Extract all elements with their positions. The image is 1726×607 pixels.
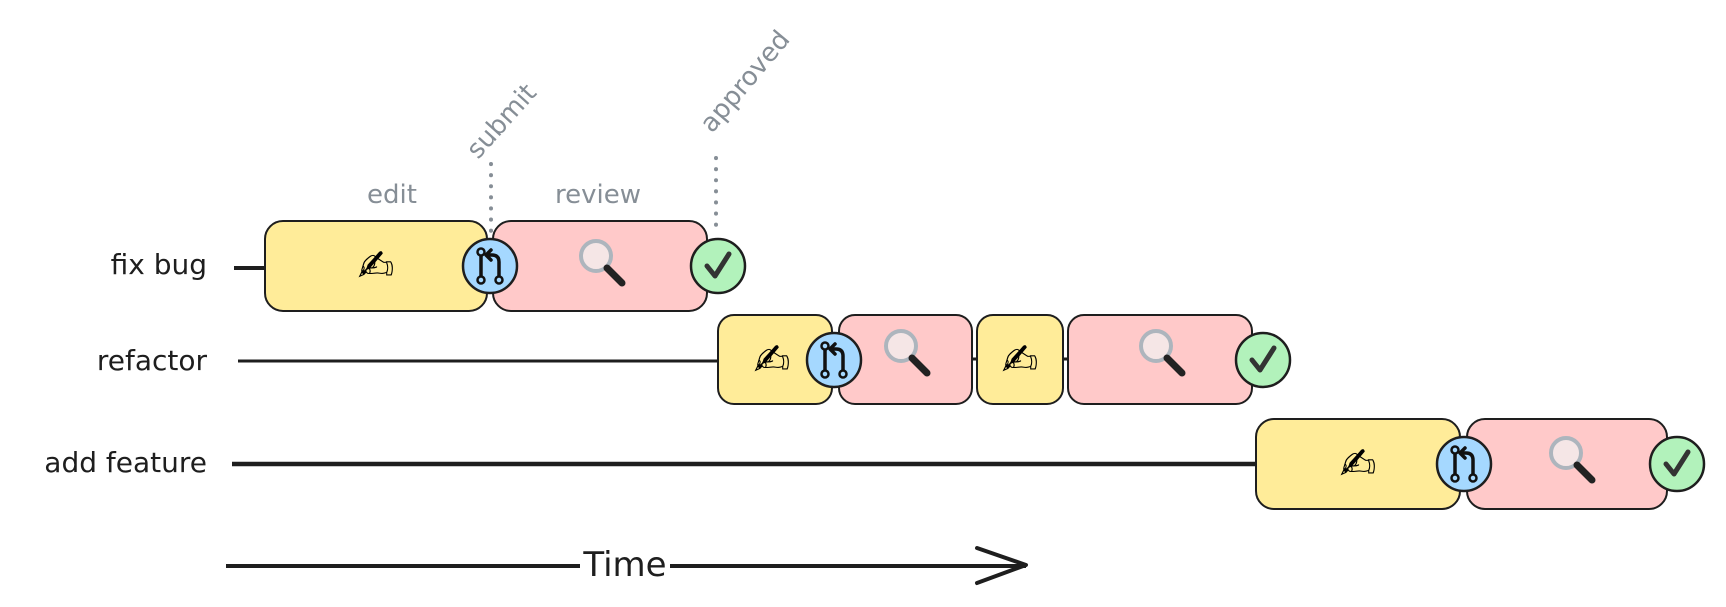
magnifying-glass-icon — [1549, 436, 1596, 484]
magnifying-glass-icon — [1139, 329, 1186, 377]
arrow-head-icon — [975, 546, 1028, 585]
magnifying-glass-icon — [884, 329, 931, 377]
time-axis-label: Time — [582, 545, 666, 585]
row-label-refactor: refactor — [97, 344, 208, 377]
check-mark-icon[interactable] — [1234, 331, 1292, 389]
time-axis: Time — [226, 545, 1028, 585]
writing-hand-icon: ✍ — [1340, 439, 1377, 490]
row-label-add-feature: add feature — [44, 446, 207, 479]
row-add-feature: ✍ — [1255, 418, 1706, 510]
approved-event-label: approved — [694, 25, 796, 138]
row-refactor: ✍ ✍ — [717, 314, 1292, 405]
edit-phase-label: edit — [367, 180, 417, 210]
pull-request-icon[interactable] — [805, 331, 863, 389]
magnifying-glass-icon — [579, 239, 626, 287]
writing-hand-icon: ✍ — [754, 335, 791, 386]
row-label-fix-bug: fix bug — [111, 248, 207, 281]
review-phase-label: review — [555, 180, 641, 210]
pull-request-icon[interactable] — [461, 237, 519, 295]
check-mark-icon[interactable] — [1648, 435, 1706, 493]
writing-hand-icon: ✍ — [358, 241, 395, 292]
submit-event-label: submit — [461, 78, 543, 164]
pull-request-icon[interactable] — [1435, 435, 1493, 493]
writing-hand-icon: ✍ — [1002, 335, 1039, 386]
check-mark-icon[interactable] — [689, 237, 747, 295]
row-fix-bug: ✍ — [264, 220, 747, 312]
